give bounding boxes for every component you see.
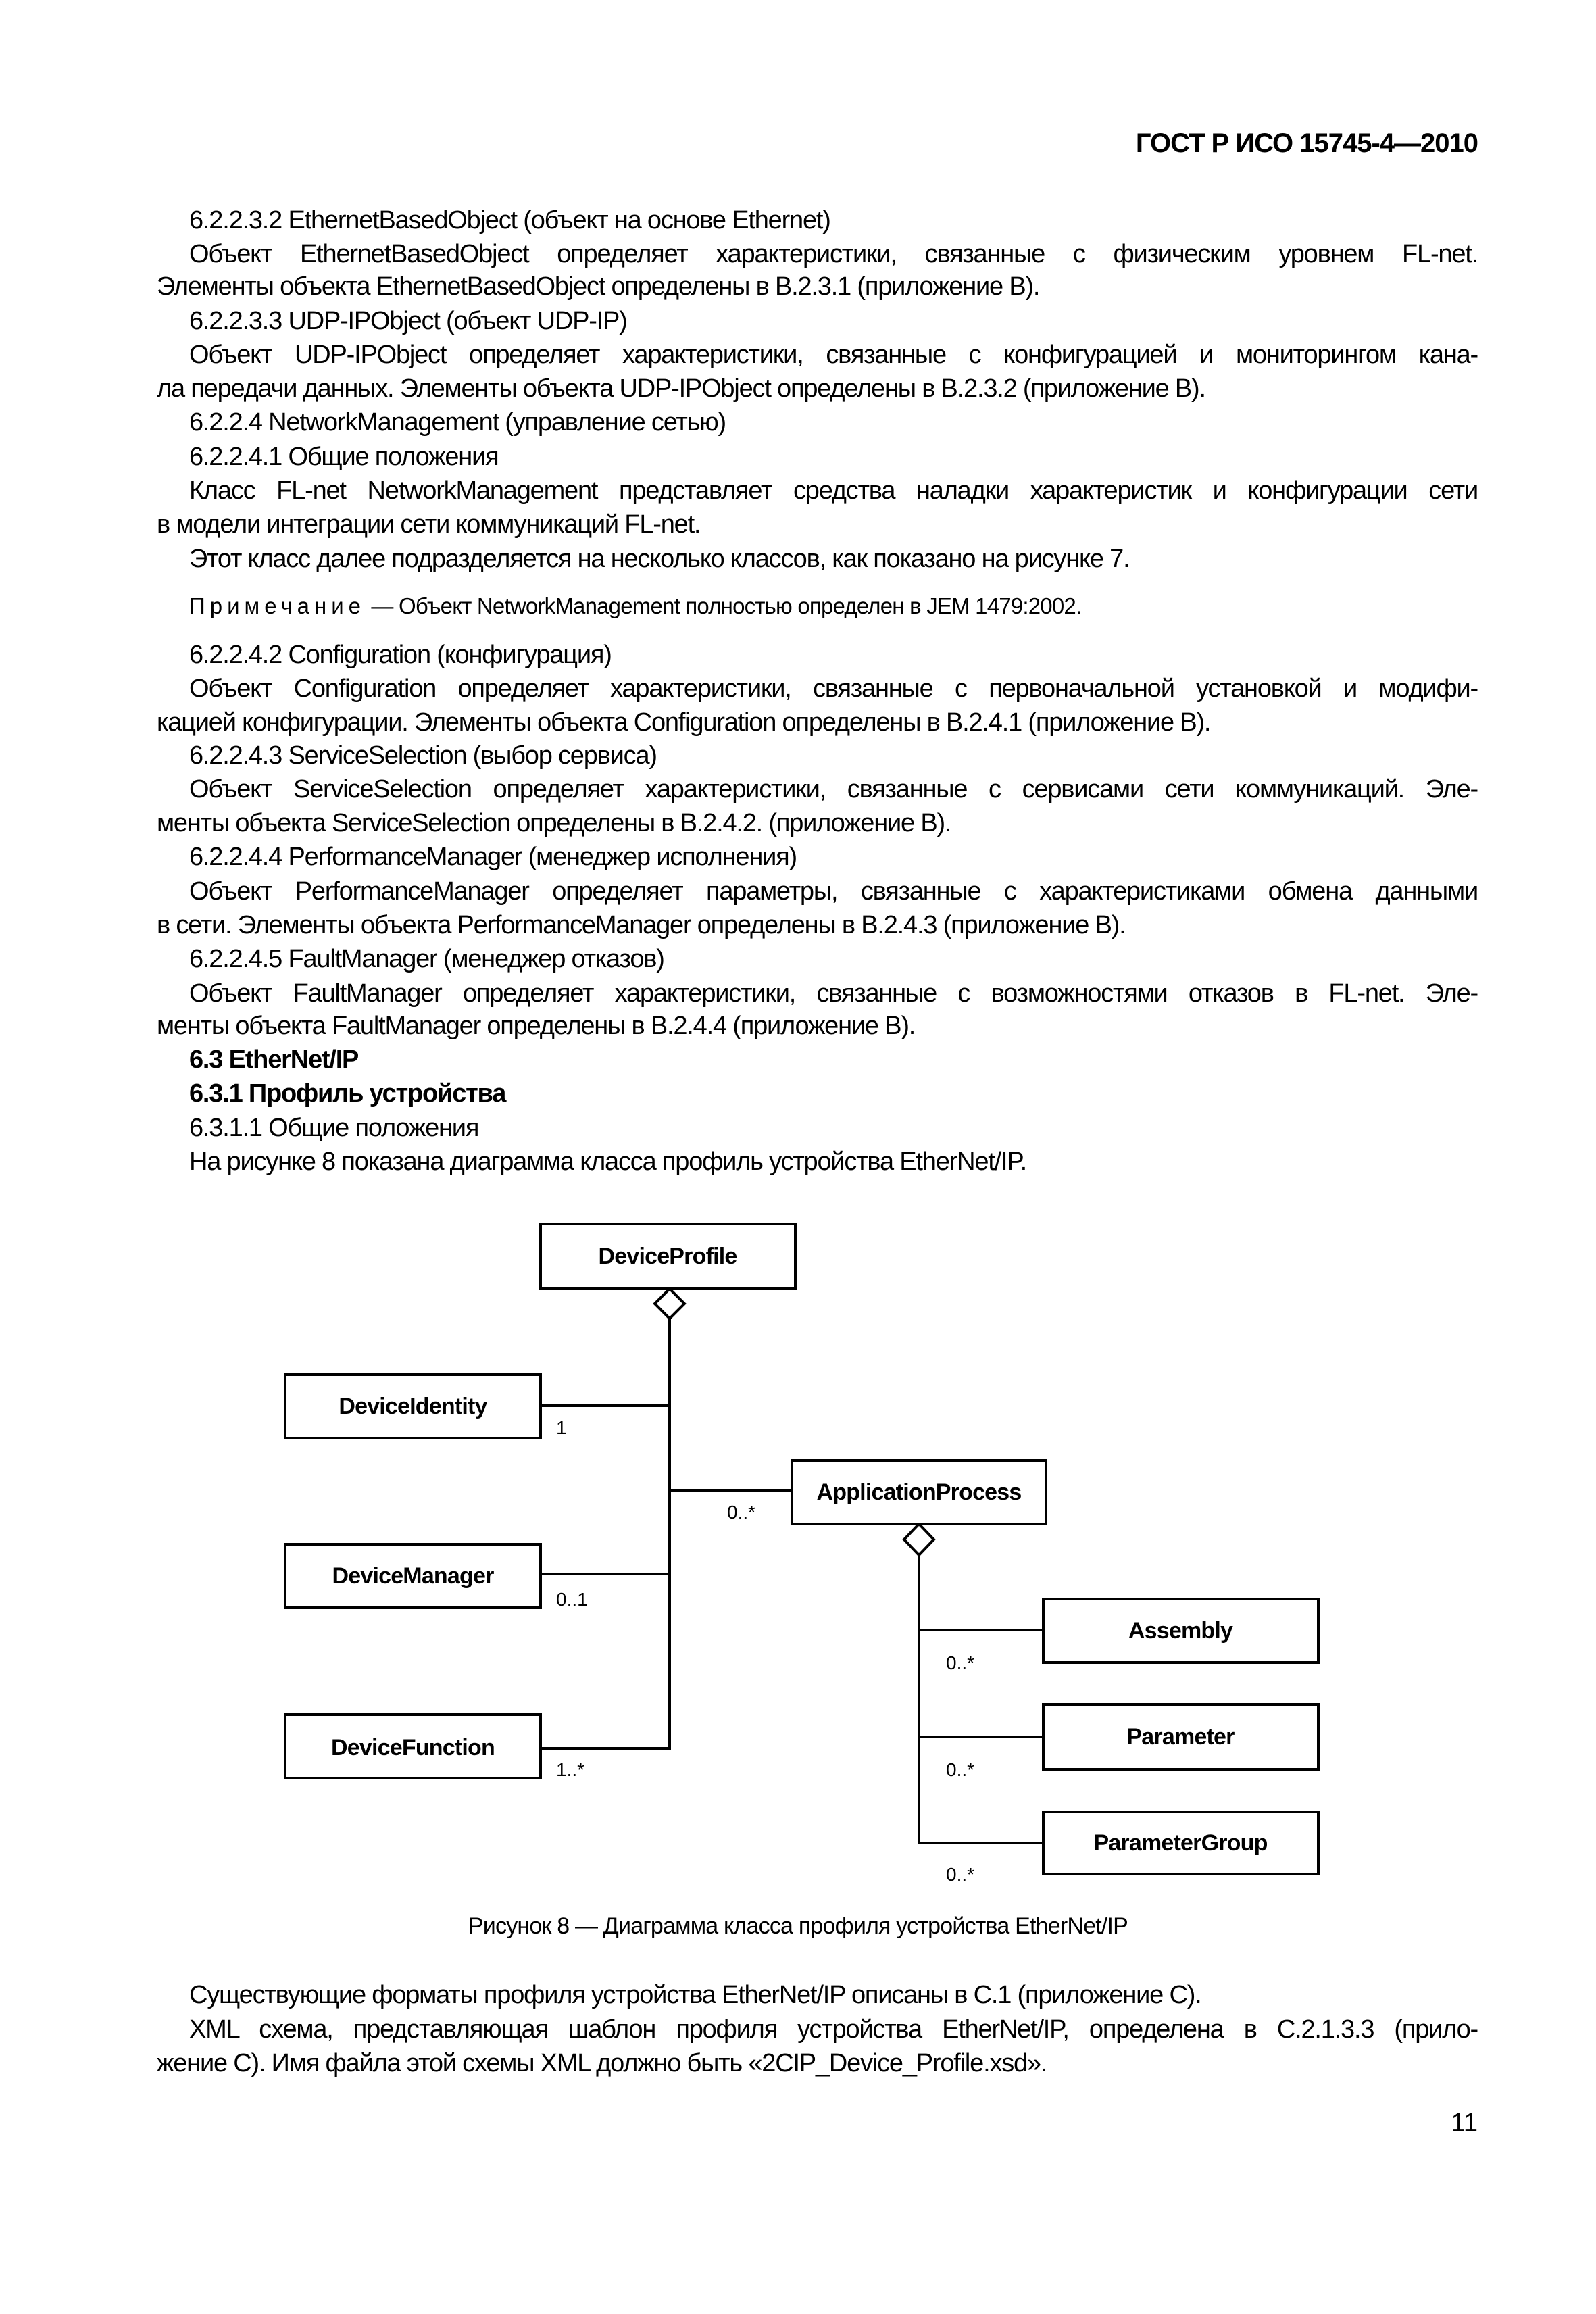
paragraph-line: ла передачи данных. Элементы объекта UDP… bbox=[157, 374, 1206, 403]
note-text: — Объект NetworkManagement полностью опр… bbox=[371, 593, 1082, 618]
class-assembly: Assembly bbox=[1042, 1598, 1320, 1664]
paragraph-line: менты объекта FaultManager определены в … bbox=[157, 1012, 916, 1040]
class-name: ApplicationProcess bbox=[816, 1479, 1021, 1505]
class-parameter-group: ParameterGroup bbox=[1042, 1811, 1320, 1875]
paragraph-line: XML схема, представляющая шаблон профиля… bbox=[189, 2015, 1478, 2044]
paragraph-line: кацией конфигурации. Элементы объекта Co… bbox=[157, 708, 1211, 737]
note: Примечание — Объект NetworkManagement по… bbox=[189, 589, 1082, 623]
section-heading: 6.2.2.4.2 Configuration (конфигурация) bbox=[189, 641, 612, 669]
paragraph-line: Класс FL-net NetworkManagement представл… bbox=[189, 476, 1478, 505]
multiplicity-label: 0..* bbox=[946, 1652, 974, 1673]
paragraph-line: в сети. Элементы объекта PerformanceMana… bbox=[157, 911, 1126, 939]
paragraph-line: Объект ServiceSelection определяет харак… bbox=[189, 775, 1478, 804]
paragraph-line: На рисунке 8 показана диаграмма класса п… bbox=[189, 1148, 1027, 1176]
paragraph-line: Объект EthernetBasedObject определяет ха… bbox=[189, 240, 1478, 268]
multiplicity-label: 0..1 bbox=[556, 1589, 588, 1610]
section-heading-bold: 6.3 EtherNet/IP bbox=[189, 1045, 359, 1074]
class-name: DeviceProfile bbox=[598, 1244, 737, 1269]
paragraph-line: Объект UDP-IPObject определяет характери… bbox=[189, 341, 1478, 369]
section-heading: 6.2.2.4.5 FaultManager (менеджер отказов… bbox=[189, 945, 665, 973]
class-application-process: ApplicationProcess bbox=[791, 1459, 1047, 1525]
figure-caption: Рисунок 8 — Диаграмма класса профиля уст… bbox=[468, 1913, 1128, 1939]
paragraph-line: Существующие форматы профиля устройства … bbox=[189, 1981, 1202, 2009]
paragraph-line: Этот класс далее подразделяется на неско… bbox=[189, 545, 1130, 573]
section-heading: 6.2.2.4.1 Общие положения bbox=[189, 443, 499, 471]
section-heading: 6.2.2.3.2 EthernetBasedObject (объект на… bbox=[189, 206, 831, 235]
paragraph-line: Объект Configuration определяет характер… bbox=[189, 674, 1478, 703]
section-heading: 6.2.2.4.3 ServiceSelection (выбор сервис… bbox=[189, 741, 657, 770]
multiplicity-label: 0..* bbox=[946, 1759, 974, 1780]
class-device-profile: DeviceProfile bbox=[539, 1223, 797, 1290]
multiplicity-label: 1..* bbox=[556, 1759, 584, 1780]
aggregation-diamond-icon bbox=[902, 1522, 936, 1557]
section-heading: 6.2.2.3.3 UDP-IPObject (объект UDP-IP) bbox=[189, 307, 628, 335]
aggregation-diamond-icon bbox=[653, 1287, 687, 1321]
class-name: Parameter bbox=[1126, 1724, 1235, 1750]
paragraph-line: менты объекта ServiceSelection определен… bbox=[157, 809, 951, 837]
paragraph-line: Объект FaultManager определяет характери… bbox=[189, 979, 1478, 1008]
section-heading: 6.2.2.4.4 PerformanceManager (менеджер и… bbox=[189, 843, 797, 871]
class-name: DeviceFunction bbox=[331, 1735, 495, 1761]
class-parameter: Parameter bbox=[1042, 1703, 1320, 1771]
paragraph-line: в модели интеграции сети коммуникаций FL… bbox=[157, 510, 701, 539]
multiplicity-label: 0..* bbox=[946, 1864, 974, 1885]
class-name: DeviceIdentity bbox=[339, 1394, 487, 1419]
section-heading: 6.3.1.1 Общие положения bbox=[189, 1114, 479, 1142]
class-device-function: DeviceFunction bbox=[284, 1713, 542, 1779]
multiplicity-label: 0..* bbox=[727, 1502, 755, 1523]
paragraph-line: жение С). Имя файла этой схемы XML должн… bbox=[157, 2049, 1047, 2077]
multiplicity-label: 1 bbox=[556, 1417, 567, 1438]
class-name: DeviceManager bbox=[332, 1563, 494, 1589]
class-device-identity: DeviceIdentity bbox=[284, 1373, 542, 1439]
note-label: Примечание bbox=[189, 593, 366, 618]
document-header: ГОСТ Р ИСО 15745-4—2010 bbox=[1135, 128, 1478, 158]
section-heading: 6.2.2.4 NetworkManagement (управление се… bbox=[189, 408, 726, 437]
class-name: ParameterGroup bbox=[1093, 1830, 1267, 1856]
section-heading-bold: 6.3.1 Профиль устройства bbox=[189, 1079, 506, 1108]
paragraph-line: Объект PerformanceManager определяет пар… bbox=[189, 877, 1478, 906]
class-device-manager: DeviceManager bbox=[284, 1543, 542, 1609]
paragraph-line: Элементы объекта EthernetBasedObject опр… bbox=[157, 272, 1040, 301]
page-number: 11 bbox=[1451, 2109, 1478, 2137]
class-name: Assembly bbox=[1128, 1618, 1233, 1644]
